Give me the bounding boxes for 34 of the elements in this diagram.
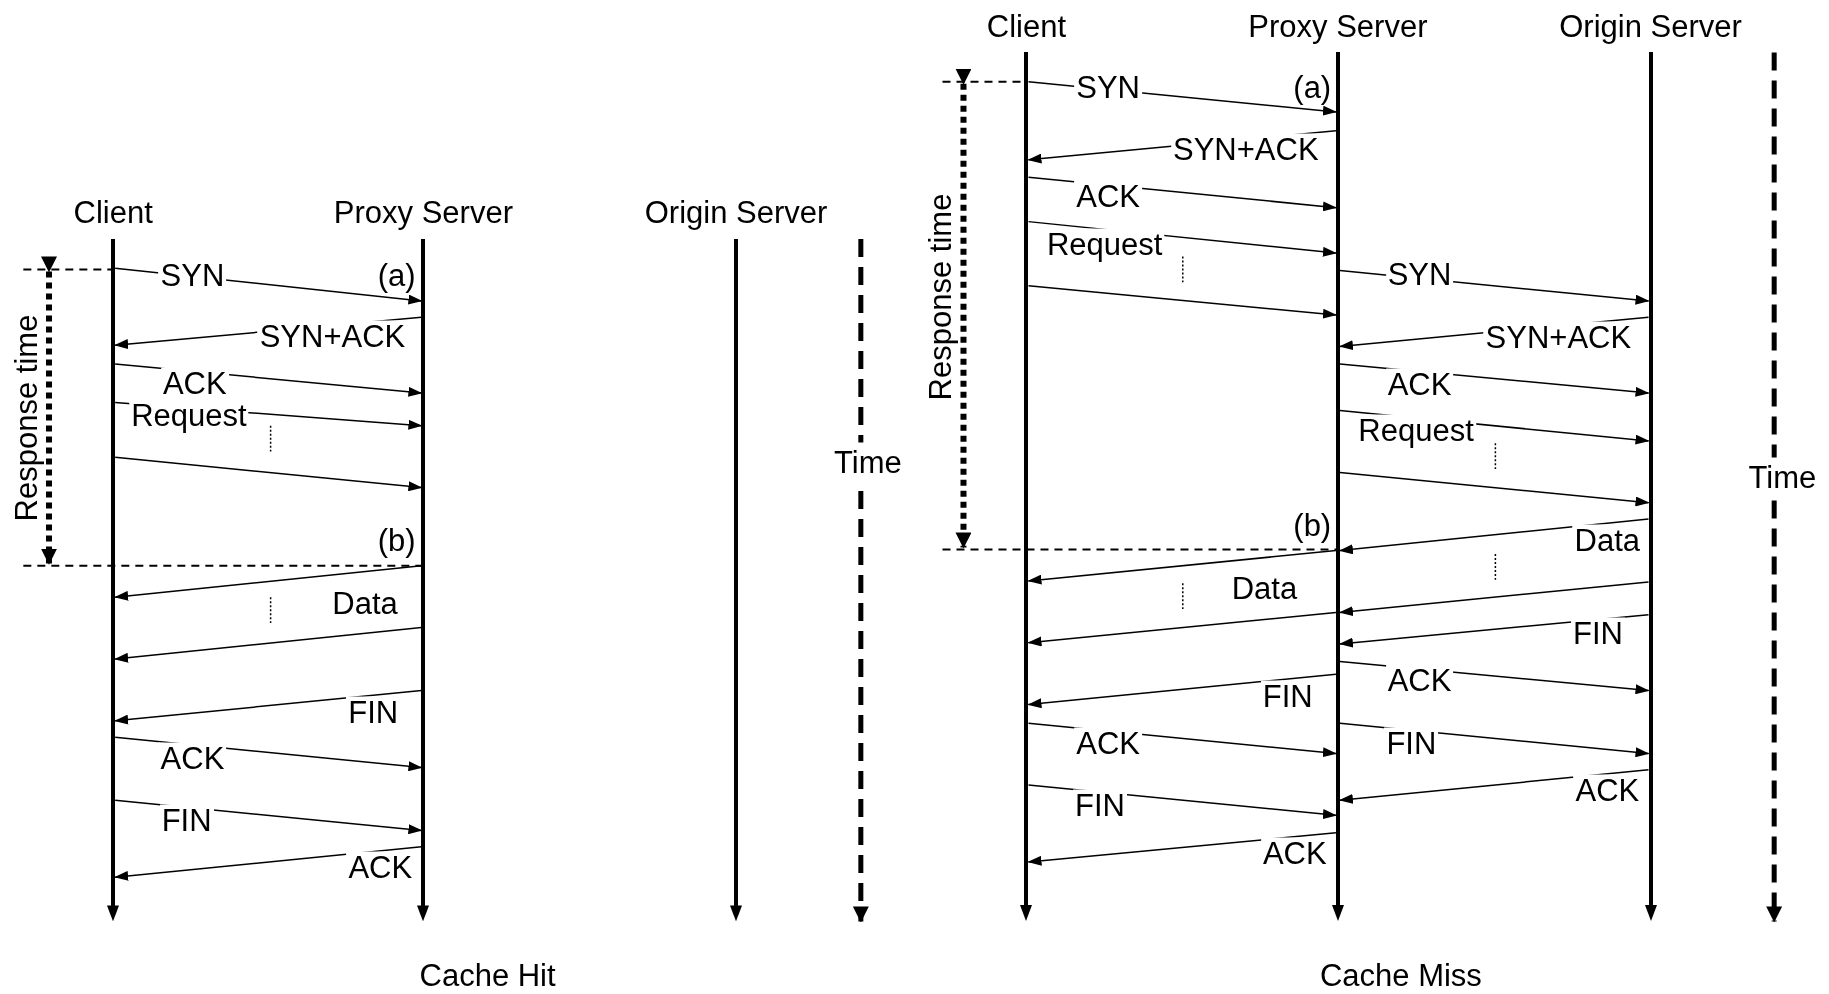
message-arrow: [114, 565, 423, 601]
lifeline: [1020, 52, 1033, 922]
message-arrow: [1027, 611, 1337, 647]
message-arrow: [1338, 769, 1650, 804]
point-marker: (a): [377, 259, 416, 291]
caption: Cache Hit: [419, 959, 556, 991]
message-arrow: [1338, 581, 1650, 617]
lifeline-label: Client: [986, 10, 1067, 42]
lifeline: [1331, 52, 1344, 922]
lifeline: [107, 239, 120, 922]
lifeline-label: Client: [73, 196, 153, 228]
message-arrow: [1027, 673, 1337, 709]
lifeline: [1644, 52, 1657, 922]
point-marker: (b): [1293, 509, 1332, 541]
message-arrow: [1027, 549, 1337, 585]
edge-label: Request: [129, 399, 249, 431]
point-marker: (b): [377, 524, 416, 556]
message-arrow: [114, 626, 423, 663]
axis-label: Time: [833, 442, 902, 482]
lifeline: [417, 239, 430, 922]
lifeline-label: Proxy Server: [333, 196, 513, 228]
lifeline-label: Origin Server: [1559, 10, 1742, 42]
lifeline-label: Origin Server: [644, 196, 828, 228]
message-arrow: [114, 456, 423, 492]
caption: Cache Miss: [1319, 959, 1482, 991]
lifeline-label: Proxy Server: [1248, 10, 1428, 42]
message-arrow: [1027, 285, 1337, 319]
lifeline: [730, 239, 743, 922]
point-marker: (a): [1293, 71, 1332, 103]
message-arrow: [1027, 832, 1337, 866]
message-arrow: [114, 689, 423, 725]
message-arrow: [1338, 518, 1650, 555]
message-arrow: [1339, 471, 1650, 507]
message-arrow: [114, 846, 423, 881]
